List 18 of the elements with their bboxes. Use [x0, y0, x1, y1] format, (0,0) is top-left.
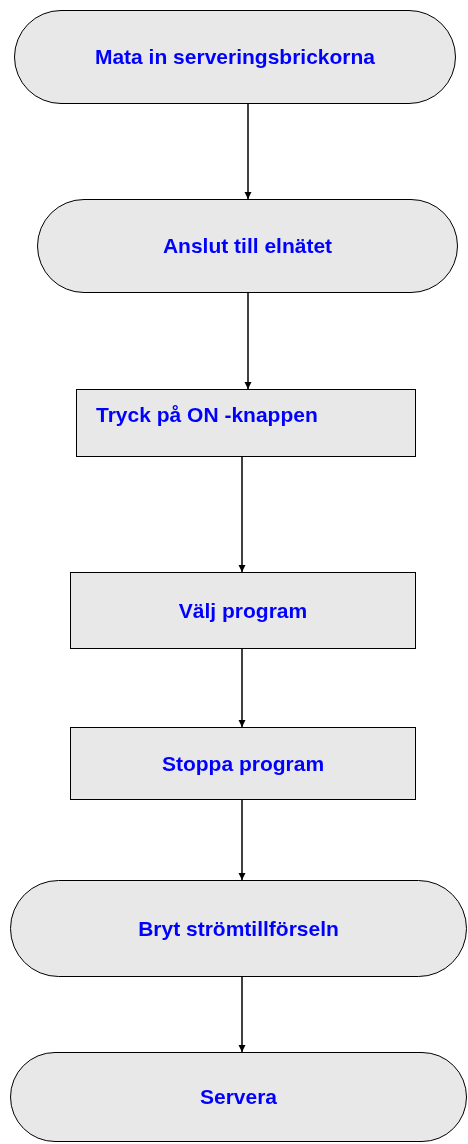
terminal-shape: [10, 880, 467, 977]
step-label: Välj program: [178, 598, 308, 623]
process-box: [76, 389, 416, 457]
step-label: Mata in serveringsbrickorna: [94, 45, 376, 69]
step-label: Anslut till elnätet: [162, 234, 333, 258]
arrow: [238, 456, 246, 573]
process-box: [70, 727, 416, 800]
step-label: Bryt strömtillförseln: [138, 916, 339, 941]
arrow: [238, 976, 246, 1053]
step-label: Tryck på ON -knappen: [96, 403, 318, 427]
arrow: [244, 103, 252, 200]
arrow: [238, 799, 246, 881]
arrow: [238, 648, 246, 728]
step-label: Stoppa program: [161, 751, 325, 776]
terminal-shape: [10, 1052, 467, 1142]
step-label: Servera: [199, 1085, 278, 1109]
process-box: [70, 572, 416, 649]
arrow: [244, 292, 252, 390]
